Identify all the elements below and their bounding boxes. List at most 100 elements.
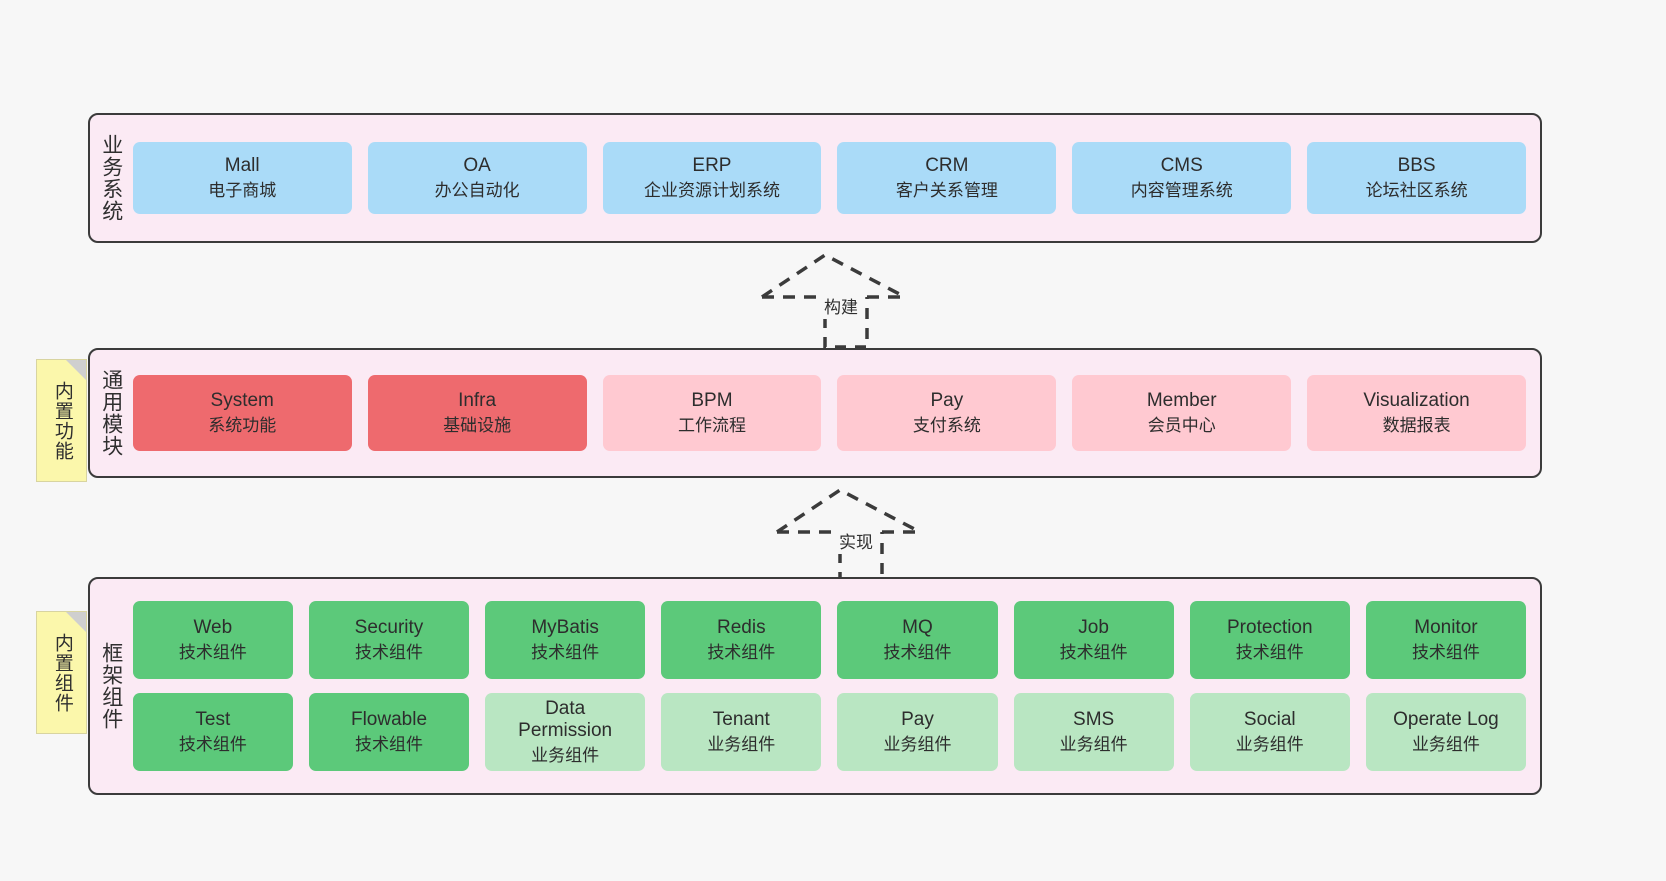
connector-arrowhead [761, 252, 906, 299]
layer-body-framework-components: Web 技术组件 Security 技术组件 MyBatis 技术组件 Redi… [129, 579, 1540, 793]
card-subtitle: 办公自动化 [434, 180, 520, 200]
card-web[interactable]: Web 技术组件 [132, 601, 293, 679]
card-infra[interactable]: Infra 基础设施 [367, 375, 587, 451]
card-subtitle: 电子商城 [208, 180, 277, 200]
connector-build-label: 构建 [821, 292, 861, 319]
note-fold-corner-icon [66, 612, 86, 632]
card-subtitle: 论坛社区系统 [1365, 180, 1468, 200]
connector-realize-label: 实现 [836, 527, 876, 554]
card-system[interactable]: System 系统功能 [132, 375, 352, 451]
card-title: Web [193, 616, 233, 638]
card-protection[interactable]: Protection 技术组件 [1189, 601, 1350, 679]
card-title: Social [1243, 708, 1296, 730]
card-subtitle: 业务组件 [707, 734, 776, 754]
card-job[interactable]: Job 技术组件 [1013, 601, 1174, 679]
card-title: Protection [1227, 616, 1313, 638]
note-builtin-components: 内置组件 [36, 611, 87, 734]
card-mq[interactable]: MQ 技术组件 [837, 601, 998, 679]
card-subtitle: 客户关系管理 [895, 180, 998, 200]
card-bbs[interactable]: BBS 论坛社区系统 [1307, 142, 1527, 214]
card-row: Mall 电子商城 OA 办公自动化 ERP 企业资源计划系统 CRM 客户关系… [132, 142, 1527, 214]
card-operate-log[interactable]: Operate Log 业务组件 [1365, 693, 1527, 771]
card-test[interactable]: Test 技术组件 [132, 693, 293, 771]
note-label: 内置组件 [51, 632, 73, 713]
card-row: Web 技术组件 Security 技术组件 MyBatis 技术组件 Redi… [132, 601, 1527, 679]
card-subtitle: 数据报表 [1382, 415, 1451, 435]
card-subtitle: 技术组件 [1059, 642, 1128, 662]
card-mall[interactable]: Mall 电子商城 [132, 142, 352, 214]
card-member[interactable]: Member 会员中心 [1072, 375, 1292, 451]
card-title: CMS [1160, 154, 1203, 176]
card-pay-component[interactable]: Pay 业务组件 [837, 693, 998, 771]
card-subtitle: 系统功能 [208, 415, 277, 435]
card-subtitle: 技术组件 [355, 734, 423, 754]
card-title: Redis [717, 616, 766, 638]
layer-body-business-systems: Mall 电子商城 OA 办公自动化 ERP 企业资源计划系统 CRM 客户关系… [129, 115, 1540, 241]
card-title: CRM [925, 154, 969, 176]
card-erp[interactable]: ERP 企业资源计划系统 [602, 142, 822, 214]
card-oa[interactable]: OA 办公自动化 [367, 142, 587, 214]
card-title: MyBatis [531, 616, 599, 638]
card-monitor[interactable]: Monitor 技术组件 [1365, 601, 1527, 679]
layer-title-business-systems: 业务系统 [99, 134, 123, 222]
card-subtitle: 技术组件 [355, 642, 423, 662]
card-security[interactable]: Security 技术组件 [308, 601, 470, 679]
connector-build: 构建 [755, 252, 915, 352]
card-pay[interactable]: Pay 支付系统 [837, 375, 1057, 451]
card-subtitle: 内容管理系统 [1130, 180, 1233, 200]
note-fold-corner-icon [66, 360, 86, 380]
layer-body-common-modules: System 系统功能 Infra 基础设施 BPM 工作流程 Pay 支付系统… [129, 350, 1540, 476]
card-title: MQ [902, 616, 933, 638]
card-cms[interactable]: CMS 内容管理系统 [1072, 142, 1292, 214]
card-title: BPM [691, 389, 733, 411]
card-subtitle: 会员中心 [1147, 415, 1216, 435]
card-title: Security [354, 616, 424, 638]
card-redis[interactable]: Redis 技术组件 [661, 601, 822, 679]
card-title: Monitor [1414, 616, 1478, 638]
card-title: Operate Log [1393, 708, 1499, 730]
connector-arrowhead [776, 487, 921, 534]
card-title: Infra [458, 389, 497, 411]
card-social[interactable]: Social 业务组件 [1189, 693, 1350, 771]
card-title: Pay [930, 389, 964, 411]
card-title: Flowable [350, 708, 428, 730]
card-title: Data Permission [518, 697, 613, 742]
card-title: Member [1146, 389, 1217, 411]
card-mybatis[interactable]: MyBatis 技术组件 [485, 601, 646, 679]
card-title: ERP [692, 154, 732, 176]
card-crm[interactable]: CRM 客户关系管理 [837, 142, 1057, 214]
card-data-permission[interactable]: Data Permission 业务组件 [485, 693, 646, 771]
card-tenant[interactable]: Tenant 业务组件 [661, 693, 822, 771]
card-subtitle: 技术组件 [531, 642, 600, 662]
card-subtitle: 企业资源计划系统 [643, 180, 780, 200]
card-subtitle: 业务组件 [1235, 734, 1304, 754]
card-subtitle: 业务组件 [531, 746, 600, 766]
card-title: Mall [224, 154, 260, 176]
layer-title-common-modules: 通用模块 [99, 369, 123, 457]
note-builtin-features: 内置功能 [36, 359, 87, 482]
card-row: Test 技术组件 Flowable 技术组件 Data Permission … [132, 693, 1527, 771]
card-subtitle: 技术组件 [178, 734, 247, 754]
card-subtitle: 业务组件 [883, 734, 952, 754]
layer-business-systems: 业务系统 Mall 电子商城 OA 办公自动化 ERP 企业资源计划系统 CRM… [88, 113, 1542, 243]
card-visualization[interactable]: Visualization 数据报表 [1307, 375, 1527, 451]
layer-common-modules: 通用模块 System 系统功能 Infra 基础设施 BPM 工作流程 Pay… [88, 348, 1542, 478]
card-title: Tenant [712, 708, 770, 730]
layer-title-framework-components: 框架组件 [99, 642, 123, 730]
connector-realize: 实现 [770, 487, 930, 587]
card-bpm[interactable]: BPM 工作流程 [602, 375, 822, 451]
card-sms[interactable]: SMS 业务组件 [1013, 693, 1174, 771]
card-subtitle: 技术组件 [707, 642, 776, 662]
card-subtitle: 技术组件 [883, 642, 952, 662]
card-row: System 系统功能 Infra 基础设施 BPM 工作流程 Pay 支付系统… [132, 375, 1527, 451]
card-title: BBS [1397, 154, 1436, 176]
card-title: Visualization [1363, 389, 1470, 411]
card-subtitle: 基础设施 [443, 415, 512, 435]
card-flowable[interactable]: Flowable 技术组件 [308, 693, 470, 771]
card-subtitle: 技术组件 [178, 642, 247, 662]
card-title: Pay [901, 708, 934, 730]
card-title: OA [463, 154, 491, 176]
card-subtitle: 技术组件 [1235, 642, 1304, 662]
note-label: 内置功能 [51, 380, 73, 461]
